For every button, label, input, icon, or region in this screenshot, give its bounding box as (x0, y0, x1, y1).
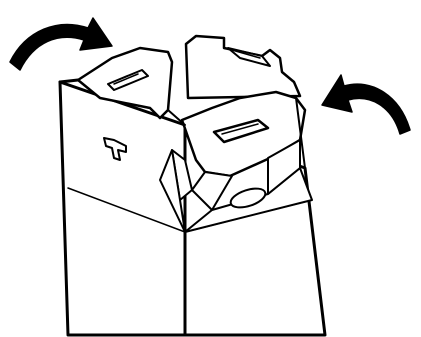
back-top-flap (186, 36, 300, 98)
right-curved-arrow-icon (322, 75, 410, 134)
left-curved-arrow-icon (10, 18, 112, 70)
box-body (60, 36, 325, 335)
